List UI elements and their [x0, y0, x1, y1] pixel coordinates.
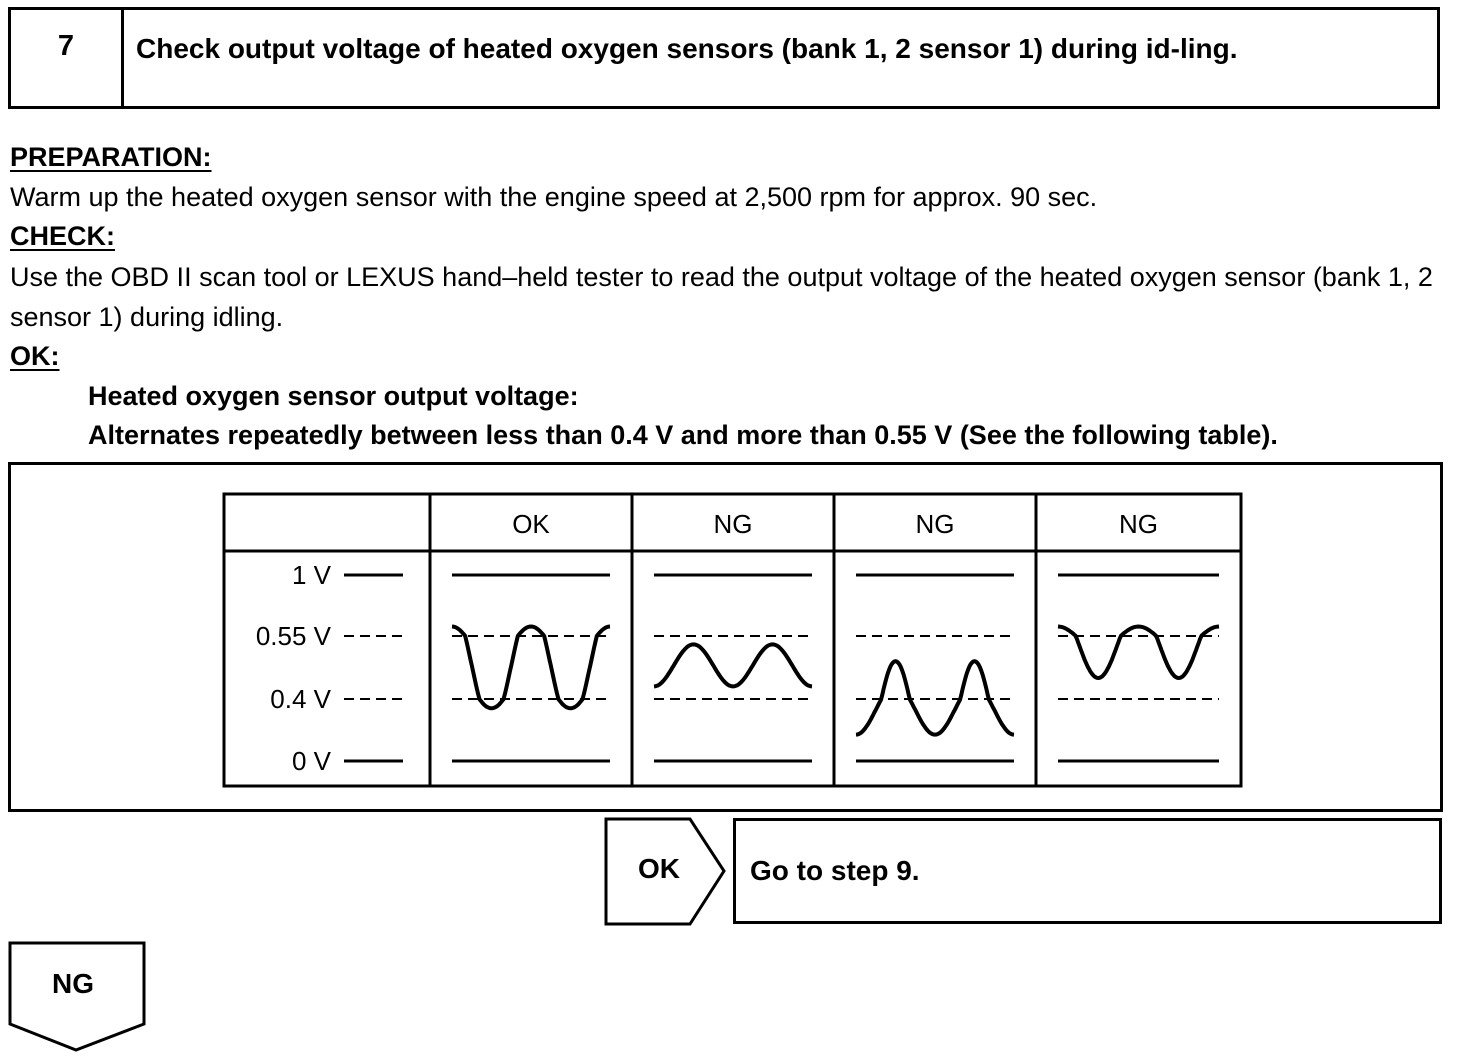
- column-header: OK: [512, 509, 550, 539]
- level-label: 0 V: [292, 746, 332, 776]
- ok-spec-line1: Heated oxygen sensor output voltage:: [88, 381, 579, 411]
- ng-arrow-shape: [8, 941, 146, 1052]
- waveform-ng-4: [1057, 624, 1220, 681]
- level-label: 0.55 V: [256, 621, 332, 651]
- waveform-ok-1: [451, 624, 611, 711]
- level-label: 0.4 V: [270, 684, 331, 714]
- table-border: [222, 492, 1243, 788]
- waveform-ng-3: [855, 659, 1015, 737]
- preparation-text: Warm up the heated oxygen sensor with th…: [10, 182, 1098, 212]
- step-number: 7: [11, 10, 124, 106]
- ng-result-label: NG: [52, 968, 94, 999]
- column-header: NG: [1119, 509, 1158, 539]
- waveform-table: OK NG NG NG 1 V 0.55 V 0.4 V 0 V: [222, 492, 1243, 788]
- column-header: NG: [714, 509, 753, 539]
- preparation-heading: PREPARATION:: [10, 142, 212, 172]
- step-title: Check output voltage of heated oxygen se…: [136, 33, 1238, 64]
- column-header: NG: [916, 509, 955, 539]
- step-header: 7 Check output voltage of heated oxygen …: [8, 7, 1440, 109]
- ok-arrow-shape: [604, 817, 726, 926]
- check-text: Use the OBD II scan tool or LEXUS hand–h…: [10, 262, 1433, 332]
- ok-heading: OK:: [10, 341, 60, 371]
- waveform-ng-2: [653, 642, 813, 689]
- ok-result-text: Go to step 9.: [750, 855, 920, 886]
- waveform-figure: OK NG NG NG 1 V 0.55 V 0.4 V 0 V: [8, 462, 1443, 812]
- check-heading: CHECK:: [10, 221, 115, 251]
- ok-spec-line2: Alternates repeatedly between less than …: [88, 420, 1278, 450]
- level-label: 1 V: [292, 560, 332, 590]
- ok-result-box: Go to step 9.: [733, 818, 1442, 924]
- ok-result-label: OK: [638, 853, 680, 884]
